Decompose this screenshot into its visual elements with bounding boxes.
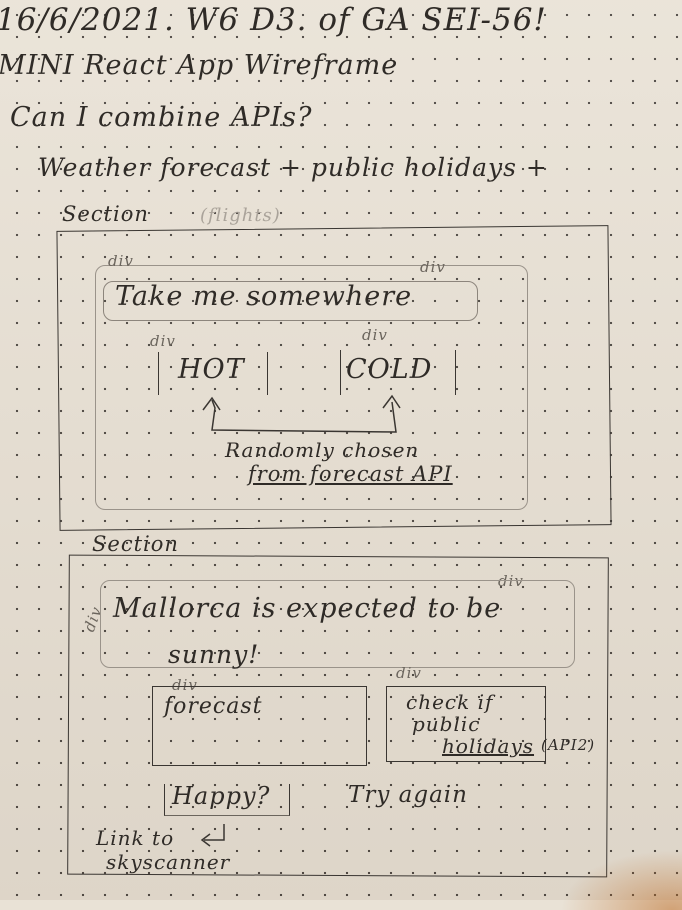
section1-heading: Take me somewhere bbox=[115, 281, 413, 312]
cold-div-label: div bbox=[362, 326, 388, 344]
happy-button[interactable] bbox=[164, 784, 290, 816]
section1-ghost-text: (flights) bbox=[200, 205, 281, 226]
holidays-div-label: div bbox=[396, 664, 422, 682]
result-line1: Mallorca is expected to be bbox=[113, 593, 502, 624]
section1-inner-div bbox=[95, 265, 528, 510]
page-title: MINI React App Wireframe bbox=[0, 50, 399, 81]
holidays-line1: check if bbox=[406, 690, 494, 714]
happy-button-label: Happy? bbox=[172, 782, 271, 810]
section1-div-label-left: div bbox=[108, 252, 134, 270]
holidays-box bbox=[386, 686, 546, 762]
forecast-label: forecast bbox=[164, 694, 263, 719]
holidays-line3: holidays bbox=[442, 734, 535, 758]
note-line1: Randomly chosen bbox=[225, 438, 420, 462]
result-div bbox=[100, 580, 575, 668]
cold-button-label: COLD bbox=[346, 354, 433, 385]
apis-text: Weather forecast + public holidays + bbox=[38, 153, 548, 182]
section1-div-label-right: div bbox=[420, 258, 446, 276]
cold-button[interactable] bbox=[340, 350, 456, 395]
hot-div-label: div bbox=[150, 332, 176, 350]
link-arrow-icon bbox=[200, 824, 225, 847]
section1-label: Section bbox=[62, 202, 149, 226]
date-heading: 16/6/2021. W6 D3. of GA SEI-56! bbox=[0, 2, 547, 38]
result-div-label: div bbox=[498, 572, 524, 590]
link-line1: Link to bbox=[96, 826, 175, 850]
question-text: Can I combine APIs? bbox=[10, 102, 313, 133]
hot-button-label: HOT bbox=[178, 354, 245, 385]
skyscanner-link[interactable]: skyscanner bbox=[106, 850, 231, 874]
try-again-button[interactable]: Try again bbox=[348, 782, 468, 808]
result-line2: sunny! bbox=[168, 640, 260, 669]
forecast-div-label: div bbox=[172, 676, 198, 694]
holidays-api-label: (API2) bbox=[541, 736, 596, 754]
holidays-line2: public bbox=[412, 712, 481, 736]
section2-label: Section bbox=[92, 532, 179, 556]
hot-button[interactable] bbox=[158, 352, 268, 395]
heading-div bbox=[103, 281, 478, 321]
forecast-box bbox=[152, 686, 367, 766]
note-line2: from forecast API bbox=[248, 462, 453, 486]
